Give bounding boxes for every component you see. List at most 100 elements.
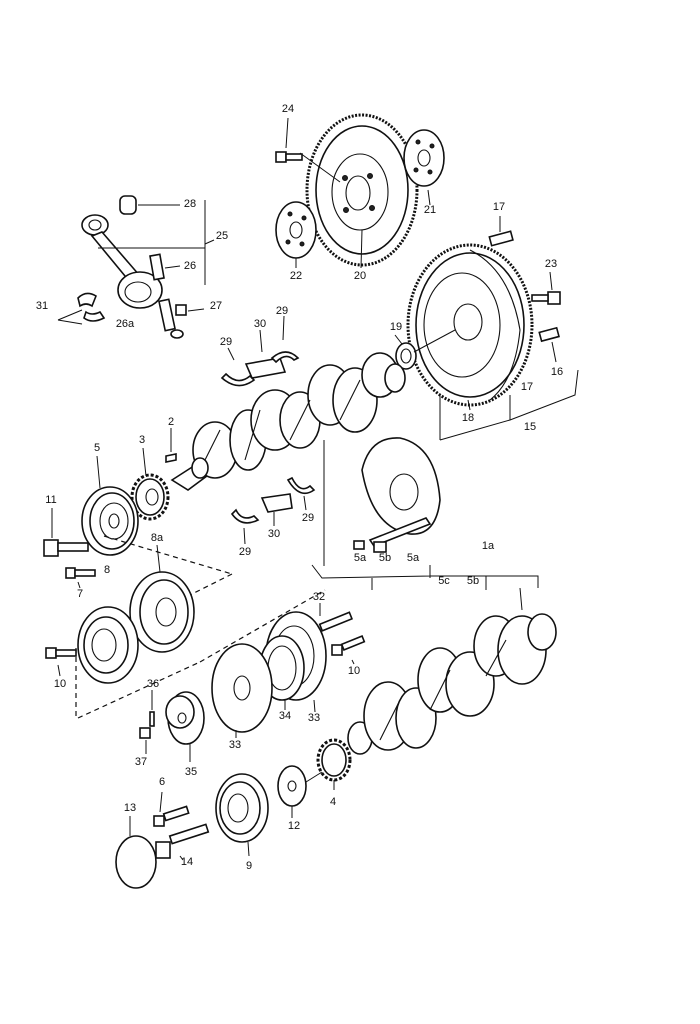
gear-3-drawing bbox=[130, 447, 170, 521]
svg-text:5: 5 bbox=[94, 442, 100, 454]
svg-text:16: 16 bbox=[551, 366, 563, 378]
callout-33-left[interactable]: 33 bbox=[225, 737, 245, 751]
callout-34[interactable]: 34 bbox=[275, 708, 295, 722]
callout-7[interactable]: 7 bbox=[71, 586, 89, 600]
callout-6[interactable]: 6 bbox=[153, 774, 171, 788]
svg-text:35: 35 bbox=[185, 766, 197, 778]
svg-text:5a: 5a bbox=[407, 552, 420, 564]
callout-5a-right[interactable]: 5c bbox=[433, 573, 455, 587]
callout-2[interactable]: 2 bbox=[162, 414, 180, 428]
callout-5b-top[interactable]: 5b bbox=[374, 550, 396, 564]
callout-8a[interactable]: 8a bbox=[145, 530, 169, 544]
svg-text:18: 18 bbox=[462, 412, 474, 424]
svg-text:22: 22 bbox=[290, 270, 302, 282]
bolt-7-drawing bbox=[65, 567, 96, 589]
svg-text:24: 24 bbox=[282, 103, 294, 115]
callout-25[interactable]: 25 bbox=[212, 228, 232, 242]
callout-22[interactable]: 22 bbox=[286, 268, 306, 282]
plate-22-drawing bbox=[275, 201, 317, 268]
callout-27[interactable]: 27 bbox=[206, 298, 226, 312]
callout-33-right[interactable]: 33 bbox=[304, 710, 324, 724]
callout-5[interactable]: 5 bbox=[88, 440, 106, 454]
callout-30-b[interactable]: 30 bbox=[264, 526, 284, 540]
callout-26[interactable]: 26 bbox=[180, 258, 200, 272]
callout-28[interactable]: 28 bbox=[180, 196, 200, 210]
pulley-5-drawing bbox=[81, 455, 139, 556]
callout-9[interactable]: 9 bbox=[240, 858, 258, 872]
callout-23[interactable]: 23 bbox=[541, 256, 561, 270]
callout-29-d[interactable]: 29 bbox=[235, 544, 255, 558]
callout-11[interactable]: 11 bbox=[40, 492, 62, 506]
callout-13[interactable]: 13 bbox=[120, 800, 140, 814]
flywheel-drawing bbox=[299, 113, 419, 269]
svg-text:3: 3 bbox=[139, 434, 145, 446]
svg-text:34: 34 bbox=[279, 710, 291, 722]
callout-17-bottom[interactable]: 17 bbox=[517, 379, 537, 393]
bracket-5-drawing bbox=[311, 440, 431, 590]
svg-text:5a: 5a bbox=[354, 552, 367, 564]
pins-drawing bbox=[488, 216, 560, 363]
callout-29-a[interactable]: 29 bbox=[272, 303, 292, 317]
svg-text:37: 37 bbox=[135, 756, 147, 768]
callout-29-b[interactable]: 29 bbox=[216, 334, 236, 348]
pulley-8-drawing bbox=[45, 606, 139, 684]
svg-text:5b: 5b bbox=[379, 552, 391, 564]
callout-12[interactable]: 12 bbox=[284, 818, 304, 832]
callout-21[interactable]: 21 bbox=[421, 202, 439, 216]
svg-text:27: 27 bbox=[210, 300, 222, 312]
hub-35-drawing bbox=[139, 690, 205, 762]
bracket-15-drawing bbox=[439, 369, 579, 441]
callout-32[interactable]: 32 bbox=[309, 589, 329, 603]
callout-5a-top[interactable]: 5a bbox=[349, 550, 371, 564]
svg-text:30: 30 bbox=[254, 318, 266, 330]
callout-29-c[interactable]: 29 bbox=[298, 510, 318, 524]
callout-16[interactable]: 16 bbox=[547, 364, 567, 378]
callout-8[interactable]: 8 bbox=[98, 562, 116, 576]
callout-24[interactable]: 24 bbox=[279, 101, 297, 115]
callout-5b-right[interactable]: 5b bbox=[462, 573, 484, 587]
svg-text:6: 6 bbox=[159, 776, 165, 788]
callout-19[interactable]: 19 bbox=[386, 319, 406, 333]
svg-text:26: 26 bbox=[184, 260, 196, 272]
svg-text:17: 17 bbox=[493, 201, 505, 213]
bolt-26-drawing bbox=[149, 253, 184, 339]
bolts-32-drawing bbox=[318, 603, 366, 665]
svg-text:5c: 5c bbox=[438, 575, 450, 587]
callout-36[interactable]: 36 bbox=[143, 676, 163, 690]
bolts-6-14-drawing bbox=[153, 791, 210, 861]
svg-text:29: 29 bbox=[239, 546, 251, 558]
callout-4[interactable]: 4 bbox=[324, 794, 342, 808]
callout-14[interactable]: 14 bbox=[177, 854, 197, 868]
callout-26a[interactable]: 26a bbox=[112, 316, 138, 330]
callout-30-a[interactable]: 30 bbox=[250, 316, 270, 330]
callout-10-right[interactable]: 10 bbox=[344, 663, 364, 677]
callout-5a-bottom[interactable]: 5a bbox=[402, 550, 424, 564]
pulley-8a-drawing bbox=[129, 544, 195, 653]
svg-text:28: 28 bbox=[184, 198, 196, 210]
connecting-rod-drawing bbox=[81, 195, 215, 309]
bolt-24-drawing bbox=[275, 117, 303, 163]
callout-1a[interactable]: 1a bbox=[477, 538, 499, 552]
plate-21-drawing bbox=[403, 129, 445, 206]
svg-text:23: 23 bbox=[545, 258, 557, 270]
svg-text:4: 4 bbox=[330, 796, 336, 808]
callout-35[interactable]: 35 bbox=[181, 764, 201, 778]
svg-text:31: 31 bbox=[36, 300, 48, 312]
thrust-washers-drawing bbox=[220, 315, 316, 545]
bolt-23-drawing bbox=[531, 271, 561, 305]
gear-4-drawing bbox=[316, 738, 352, 790]
callout-20[interactable]: 20 bbox=[350, 268, 370, 282]
svg-text:12: 12 bbox=[288, 820, 300, 832]
callout-37[interactable]: 37 bbox=[131, 754, 151, 768]
svg-text:9: 9 bbox=[246, 860, 252, 872]
callout-15[interactable]: 15 bbox=[520, 419, 540, 433]
svg-text:29: 29 bbox=[302, 512, 314, 524]
svg-text:30: 30 bbox=[268, 528, 280, 540]
svg-text:17: 17 bbox=[521, 381, 533, 393]
callout-17-top[interactable]: 17 bbox=[490, 199, 508, 213]
callout-10-left[interactable]: 10 bbox=[50, 676, 70, 690]
callout-18[interactable]: 18 bbox=[458, 410, 478, 424]
callout-31[interactable]: 31 bbox=[32, 298, 52, 312]
callout-3[interactable]: 3 bbox=[133, 432, 151, 446]
